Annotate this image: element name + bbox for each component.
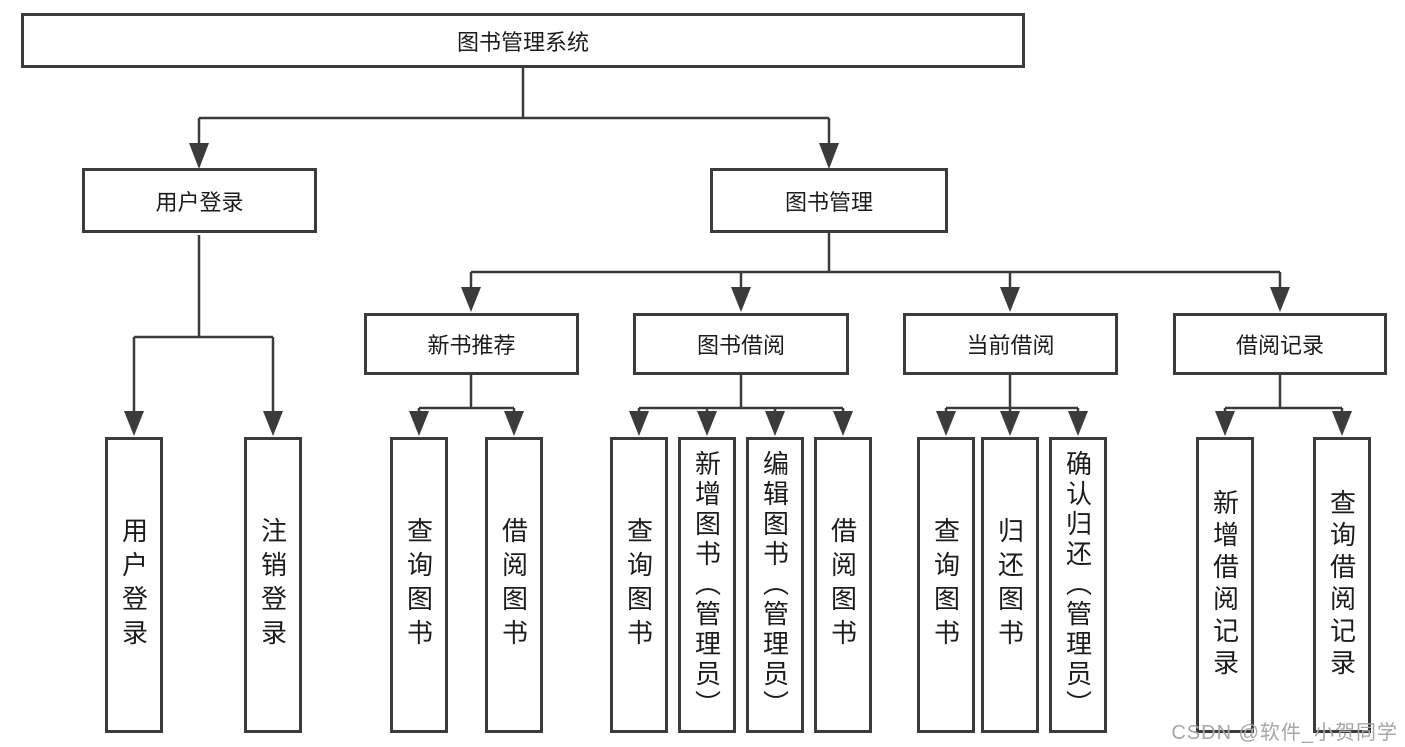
node-book-borrowing: 图书借阅 <box>633 313 849 375</box>
node-library-management-system: 图书管理系统 <box>21 13 1025 68</box>
leaf-user-login: 用户登录 <box>105 437 163 733</box>
leaf-query-books-current: 查询图书 <box>917 437 975 733</box>
leaf-query-borrow-record: 查询借阅记录 <box>1313 437 1371 733</box>
csdn-watermark: CSDN @软件_小贺同学 <box>1171 722 1398 744</box>
node-borrowing-records: 借阅记录 <box>1173 313 1387 375</box>
leaf-return-books: 归还图书 <box>981 437 1039 733</box>
leaf-query-books-recommend: 查询图书 <box>390 437 448 733</box>
leaf-edit-books-admin: 编辑图书（管理员） <box>746 437 804 733</box>
arrowheads <box>124 143 1352 436</box>
node-new-book-recommendation: 新书推荐 <box>364 313 579 375</box>
leaf-confirm-return-admin: 确认归还（管理员） <box>1049 437 1107 733</box>
node-user-login: 用户登录 <box>82 168 317 233</box>
leaf-borrow-books-recommend: 借阅图书 <box>485 437 543 733</box>
leaf-add-borrow-record: 新增借阅记录 <box>1196 437 1254 733</box>
leaf-logout-login: 注销登录 <box>244 437 302 733</box>
node-book-management: 图书管理 <box>710 168 948 233</box>
leaf-query-books-borrowing: 查询图书 <box>610 437 668 733</box>
tree-edges <box>132 68 1344 417</box>
leaf-add-books-admin: 新增图书（管理员） <box>678 437 736 733</box>
leaf-borrow-books-borrowing: 借阅图书 <box>814 437 872 733</box>
node-current-borrowing: 当前借阅 <box>903 313 1118 375</box>
